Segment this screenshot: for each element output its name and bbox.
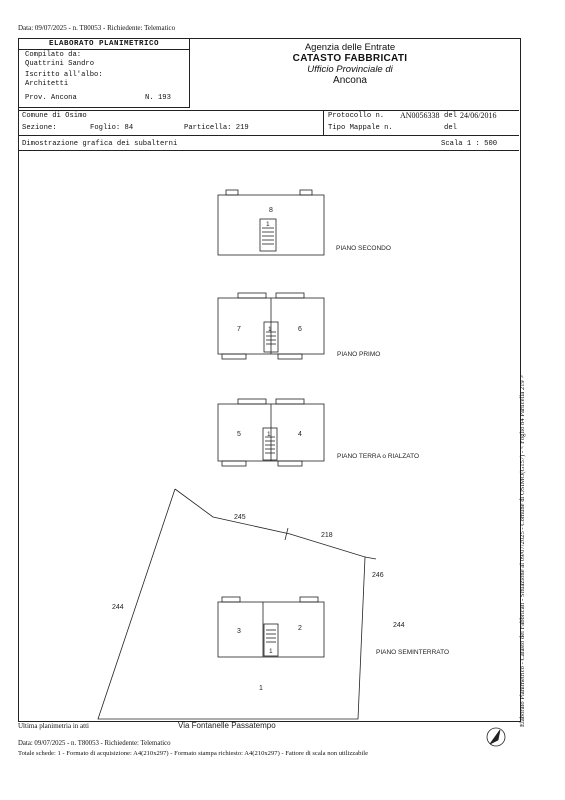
albo-number: N. 193 bbox=[145, 94, 171, 102]
lot-number: 245 bbox=[234, 514, 246, 521]
street-label: Via Fontanelle Passatempo bbox=[178, 721, 276, 730]
tipo-del: del bbox=[444, 124, 457, 132]
floor-label-terra: PIANO TERRA o RIALZATO bbox=[337, 453, 419, 460]
agency-block: Agenzia delle Entrate CATASTO FABBRICATI… bbox=[260, 42, 440, 86]
unit-label: 8 bbox=[269, 207, 273, 214]
dimostrazione-row: Dimostrazione grafica dei subalterni Sca… bbox=[18, 138, 519, 151]
dimostrazione: Dimostrazione grafica dei subalterni bbox=[22, 140, 178, 148]
comune: Comune di Osimo bbox=[22, 112, 87, 120]
compilato-label: Compilato da: bbox=[25, 51, 82, 59]
unit-label: 4 bbox=[298, 431, 302, 438]
scala: Scala 1 : 500 bbox=[441, 140, 498, 148]
elaborato-title: ELABORATO PLANIMETRICO bbox=[19, 39, 189, 50]
floor-label-seminterrato: PIANO SEMINTERRATO bbox=[376, 649, 449, 656]
agency-line2: CATASTO FABBRICATI bbox=[292, 53, 408, 64]
prov-value: Prov. Ancona bbox=[25, 94, 77, 102]
agency-line1: Agenzia delle Entrate bbox=[304, 42, 396, 53]
unit-label: 5 bbox=[237, 431, 241, 438]
floor-label-secondo: PIANO SECONDO bbox=[336, 245, 391, 252]
lot-boundary bbox=[97, 488, 377, 720]
protocollo-del: del bbox=[444, 112, 457, 120]
header-meta: Data: 09/07/2025 - n. T80053 - Richieden… bbox=[18, 24, 176, 32]
unit-label: 2 bbox=[298, 625, 302, 632]
lot-number: 244 bbox=[112, 604, 124, 611]
unit-label: 1 bbox=[266, 221, 270, 228]
building-seminterrato bbox=[217, 596, 325, 658]
iscritto-label: Iscritto all'albo: bbox=[25, 71, 103, 79]
protocollo-value: AN0056338 bbox=[400, 111, 440, 120]
particella: Particella: 219 bbox=[184, 124, 249, 132]
unit-label: 1 bbox=[269, 648, 273, 655]
footer-meta: Data: 09/07/2025 - n. T80053 - Richieden… bbox=[18, 740, 171, 747]
floor-label-primo: PIANO PRIMO bbox=[337, 351, 380, 358]
north-arrow-icon bbox=[486, 727, 506, 747]
side-caption: Elaborato Planimetrico - Catasto dei Fab… bbox=[519, 374, 526, 727]
elaborato-box: ELABORATO PLANIMETRICO Compilato da: Qua… bbox=[18, 38, 190, 108]
lot-number: 1 bbox=[259, 685, 263, 692]
unit-label: 1 bbox=[268, 326, 272, 333]
ultima-planimetria: Ultima planimetria in atti bbox=[18, 722, 89, 730]
lot-number: 246 bbox=[372, 572, 384, 579]
agency-line3: Ufficio Provinciale di bbox=[307, 64, 393, 75]
unit-label: 6 bbox=[298, 326, 302, 333]
unit-label: 3 bbox=[237, 628, 241, 635]
building-primo bbox=[217, 292, 325, 360]
row-divider bbox=[323, 111, 324, 135]
unit-label: 1 bbox=[267, 431, 271, 438]
protocollo-date: 24/06/2016 bbox=[460, 111, 497, 120]
unit-label: 7 bbox=[237, 326, 241, 333]
tipo-mappale: Tipo Mappale n. bbox=[328, 124, 393, 132]
building-secondo bbox=[217, 189, 325, 256]
footer-totale: Totale schede: 1 - Formato di acquisizio… bbox=[18, 750, 369, 757]
document-frame bbox=[18, 38, 521, 722]
lot-number: 218 bbox=[321, 532, 333, 539]
protocollo-label: Protocollo n. bbox=[328, 112, 385, 120]
foglio: Foglio: 84 bbox=[90, 124, 134, 132]
building-terra bbox=[217, 398, 325, 467]
cadastral-info-row: Comune di Osimo Sezione: Foglio: 84 Part… bbox=[18, 110, 519, 136]
sezione: Sezione: bbox=[22, 124, 57, 132]
lot-number: 244 bbox=[393, 622, 405, 629]
compilato-name: Quattrini Sandro bbox=[25, 60, 95, 68]
albo-value: Architetti bbox=[25, 80, 69, 88]
agency-line4: Ancona bbox=[333, 75, 367, 86]
